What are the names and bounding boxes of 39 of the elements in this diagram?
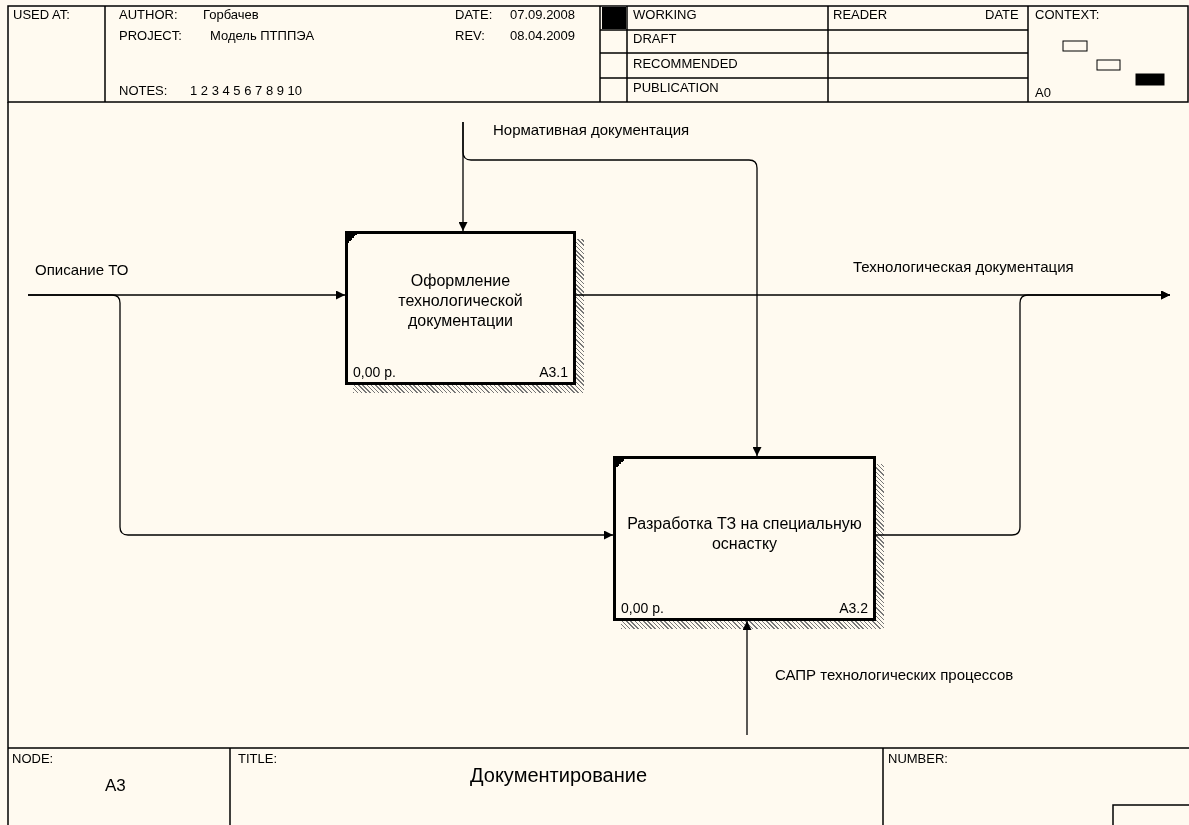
arrow [742,620,752,736]
activity-box [613,456,876,621]
arrow [875,290,1171,536]
activity-box [345,231,576,385]
form-field-text: 07.09.2008 [510,8,576,23]
cost-label: 0,00 р. [353,364,396,380]
form-field-text: AUTHOR: [119,8,178,23]
edge-label: САПР технологических процессов [775,667,1014,684]
form-field-text: REV: [455,29,485,44]
form-field-text: PUBLICATION [633,81,719,96]
activity-name: Разработка ТЗ на специальную оснастку [626,513,863,554]
form-field-text: NOTES: [119,84,168,99]
form-field-text: RECOMMENDED [633,57,738,72]
form-field-text: NODE: [12,752,54,767]
form-field-text: 1 2 3 4 5 6 7 8 9 10 [190,84,303,99]
diagram-title: Документирование [470,764,647,787]
form-field-text: DATE [985,8,1019,23]
form-field-text: Модель ПТППЭА [210,29,315,44]
arrow [27,294,614,540]
parent-node-id: A0 [1035,86,1051,101]
cost-label: 0,00 р. [621,600,664,616]
activity-name: Оформление технологической документации [397,270,524,331]
arrow [462,121,762,457]
form-field-text: NUMBER: [888,752,948,767]
form-field-text: Горбачев [203,8,259,23]
form-field-text: WORKING [633,8,697,23]
edge-label: Нормативная документация [493,122,690,139]
form-field-text: CONTEXT: [1035,8,1100,23]
node-id: A3 [105,776,126,796]
node-number: A3.2 [839,600,868,616]
edge-label: Технологическая документация [853,259,1074,276]
form-field-text: USED AT: [13,8,70,23]
form-field-text: READER [833,8,888,23]
form-field-text: DRAFT [633,32,677,47]
form-field-text: TITLE: [238,752,277,767]
form-field-text: PROJECT: [119,29,182,44]
node-number: A3.1 [539,364,568,380]
form-field-text: DATE: [455,8,493,23]
form-field-text: 08.04.2009 [510,29,576,44]
